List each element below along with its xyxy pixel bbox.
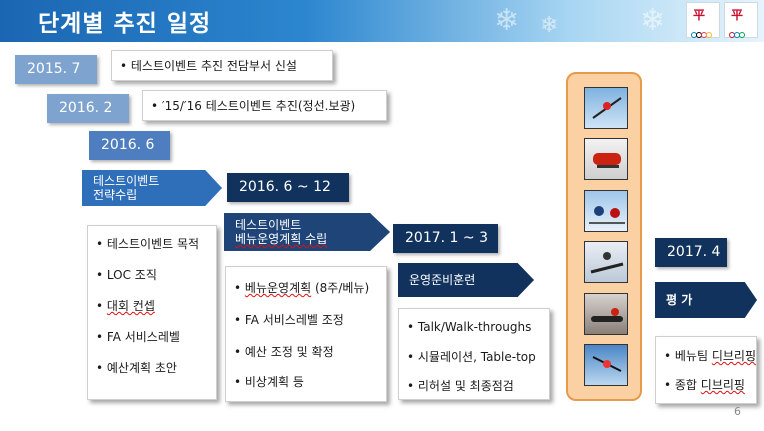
- training-list: • Talk/Walk-throughs • 시뮬레이션, Table-top …: [398, 308, 550, 400]
- note-dedicated-dept: • 테스트이벤트 추진 전담부서 신설: [111, 50, 333, 81]
- list-item: • 대회 컨셉: [96, 299, 155, 313]
- venue-plan-arrow: 테스트이벤트 베뉴운영계획 수립: [224, 213, 390, 251]
- arrow-label: 운영준비훈련: [409, 273, 476, 287]
- note-test-events-1516: • ′15/′16 테스트이벤트 추진(정선.보광): [142, 90, 387, 121]
- list-item: • 베뉴운영계획 (8주/베뉴): [234, 281, 370, 295]
- list-item: • 예산계획 초안: [96, 361, 177, 375]
- list-item: • 테스트이벤트 목적: [96, 237, 200, 251]
- arrow-label: 테스트이벤트: [93, 174, 160, 188]
- spellcheck-mark: 베뉴운영계획: [244, 281, 312, 295]
- list-item: • 비상계획 등: [234, 375, 304, 389]
- arrow-label: 베뉴운영계획 수립: [235, 232, 328, 246]
- luge-photo: [584, 293, 628, 335]
- list-item: • FA 서비스레벨: [96, 330, 180, 344]
- note-text: • ′15/′16 테스트이벤트 추진(정선.보광): [151, 99, 356, 113]
- date-2015-7: 2015. 7: [15, 55, 97, 84]
- list-item: • 리허설 및 최종점검: [407, 379, 514, 393]
- date-2016-6-12: 2016. 6 ~ 12: [227, 173, 349, 202]
- bobsleigh-photo: [584, 138, 628, 180]
- spellcheck-mark: 디브리핑: [700, 378, 745, 392]
- evaluation-arrow: 평 가: [655, 282, 757, 318]
- snowflake-icon: ❄: [640, 3, 666, 38]
- olympic-logo: 平: [686, 2, 720, 38]
- arrow-label: 전략수립: [93, 188, 138, 202]
- list-item: • 예산 조정 및 확정: [234, 345, 334, 359]
- snowflake-icon: ❄: [540, 13, 559, 38]
- logo-mark: 平: [731, 8, 744, 22]
- agitos-icon: [729, 23, 755, 38]
- snowflake-icon: ❄: [494, 3, 520, 38]
- list-item: • 시뮬레이션, Table-top: [407, 350, 536, 364]
- date-2017-4: 2017. 4: [655, 238, 727, 267]
- page-title: 단계별 추진 일정: [38, 11, 212, 37]
- sledge-hockey-photo: [584, 190, 628, 232]
- strategy-list: • 테스트이벤트 목적 • LOC 조직 • 대회 컨셉 • FA 서비스레벨 …: [87, 225, 217, 400]
- list-item: • FA 서비스레벨 조정: [234, 313, 344, 327]
- date-2016-2: 2016. 2: [47, 94, 129, 123]
- evaluation-list: • 베뉴팀 디브리핑 • 종합 디브리핑: [655, 336, 757, 404]
- olympic-rings-icon: [691, 23, 717, 38]
- list-item: • Talk/Walk-throughs: [407, 320, 532, 334]
- arrow-label: 테스트이벤트: [235, 218, 302, 232]
- note-text: • 테스트이벤트 추진 전담부서 신설: [120, 59, 297, 73]
- snowboard-photo: [584, 241, 628, 283]
- date-2017-1-3: 2017. 1 ~ 3: [393, 224, 498, 253]
- spellcheck-mark: 대회 컨셉: [106, 299, 155, 313]
- strategy-arrow: 테스트이벤트 전략수립: [82, 170, 222, 206]
- page-number: 6: [734, 405, 741, 418]
- arrow-label: 평 가: [666, 293, 693, 307]
- list-item: • LOC 조직: [96, 268, 157, 282]
- list-item: • 베뉴팀 디브리핑: [664, 349, 756, 363]
- date-2016-6: 2016. 6: [89, 131, 170, 160]
- spellcheck-mark: 디브리핑: [711, 349, 756, 363]
- header-bar: 단계별 추진 일정 ❄ ❄ ❄ 平 平: [0, 0, 764, 42]
- training-arrow: 운영준비훈련: [398, 263, 534, 297]
- logo-mark: 平: [693, 8, 706, 22]
- venue-plan-list: • 베뉴운영계획 (8주/베뉴) • FA 서비스레벨 조정 • 예산 조정 및…: [225, 266, 387, 402]
- aerials-photo: [584, 344, 628, 386]
- ski-jump-photo: [584, 87, 628, 129]
- list-item: • 종합 디브리핑: [664, 378, 745, 392]
- paralympic-logo: 平: [724, 2, 758, 38]
- sports-photo-panel: [566, 72, 642, 401]
